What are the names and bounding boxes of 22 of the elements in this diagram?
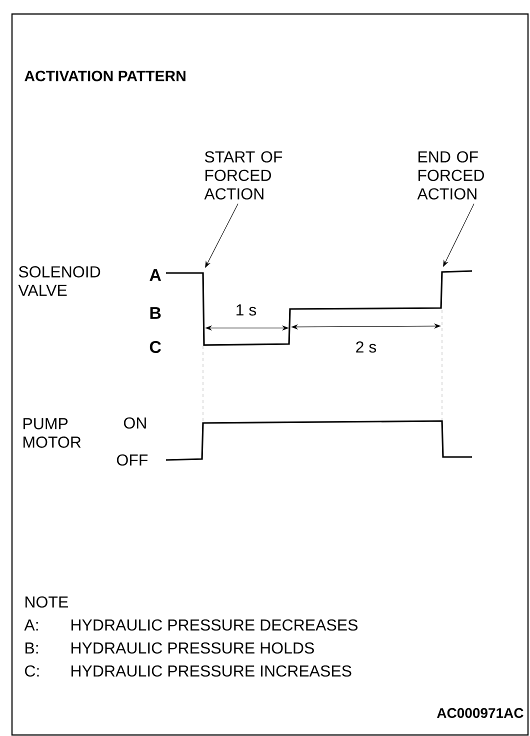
level-label: OFF [116,454,148,466]
leader-line [205,203,238,268]
figure-code: AC000971AC [437,708,524,718]
note-key: C: [25,665,39,677]
note-heading: NOTE [26,596,68,608]
dimension-label: 2 s [356,341,376,353]
signal-name: PUMP MOTOR [24,418,81,448]
level-label: B [150,307,161,319]
level-label: A [150,269,162,281]
level-label: C [150,340,161,354]
level-label: ON [124,417,146,429]
callout-text: START OF FORCED ACTION [204,151,282,200]
note-text: HYDRAULIC PRESSURE HOLDS [72,642,314,654]
dimension-label: 1 s [236,304,256,316]
note-key: B: [26,642,38,654]
note-text: HYDRAULIC PRESSURE DECREASES [72,619,358,631]
leader-line [443,203,474,267]
callout-text: END OF FORCED ACTION [417,151,484,200]
note-text: HYDRAULIC PRESSURE INCREASES [72,665,352,677]
signal-name: SOLENOID VALVE [18,266,100,296]
title: ACTIVATION PATTERN [24,70,186,82]
note-key: A: [24,620,38,630]
